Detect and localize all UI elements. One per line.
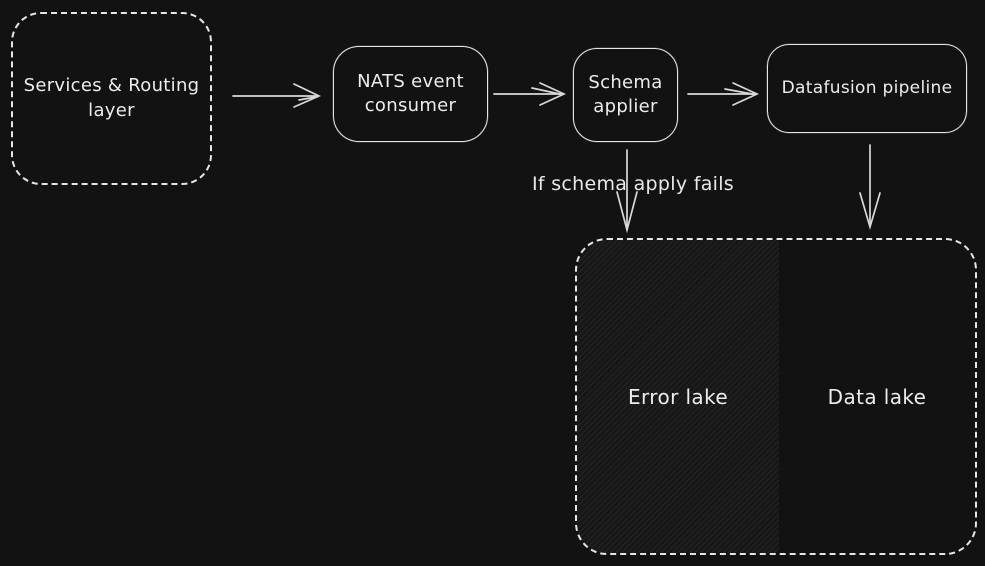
- edge-label-schema-fail: If schema apply fails: [531, 173, 734, 195]
- node-datafusion-pipeline: Datafusion pipeline: [767, 44, 967, 133]
- node-label: NATS event consumer: [357, 70, 464, 116]
- node-label: Services & Routing layer: [23, 75, 200, 121]
- arrow-services-to-nats: [232, 83, 322, 108]
- node-error-lake: Error lake: [577, 240, 779, 553]
- node-schema-applier: Schema applier: [573, 48, 678, 142]
- node-services-routing-layer: Services & Routing layer: [11, 12, 212, 185]
- node-lake-container: Error lake Data lake: [575, 238, 977, 555]
- arrow-schema-to-datafusion: [687, 82, 760, 106]
- node-label: Datafusion pipeline: [781, 78, 953, 99]
- arrow-datafusion-to-data-lake: [859, 144, 881, 231]
- node-label: Data lake: [827, 384, 927, 409]
- arrow-nats-to-schema: [493, 82, 567, 106]
- node-nats-event-consumer: NATS event consumer: [333, 46, 488, 142]
- node-data-lake: Data lake: [779, 240, 975, 553]
- node-label: Error lake: [627, 384, 729, 409]
- node-label: Schema applier: [588, 71, 663, 117]
